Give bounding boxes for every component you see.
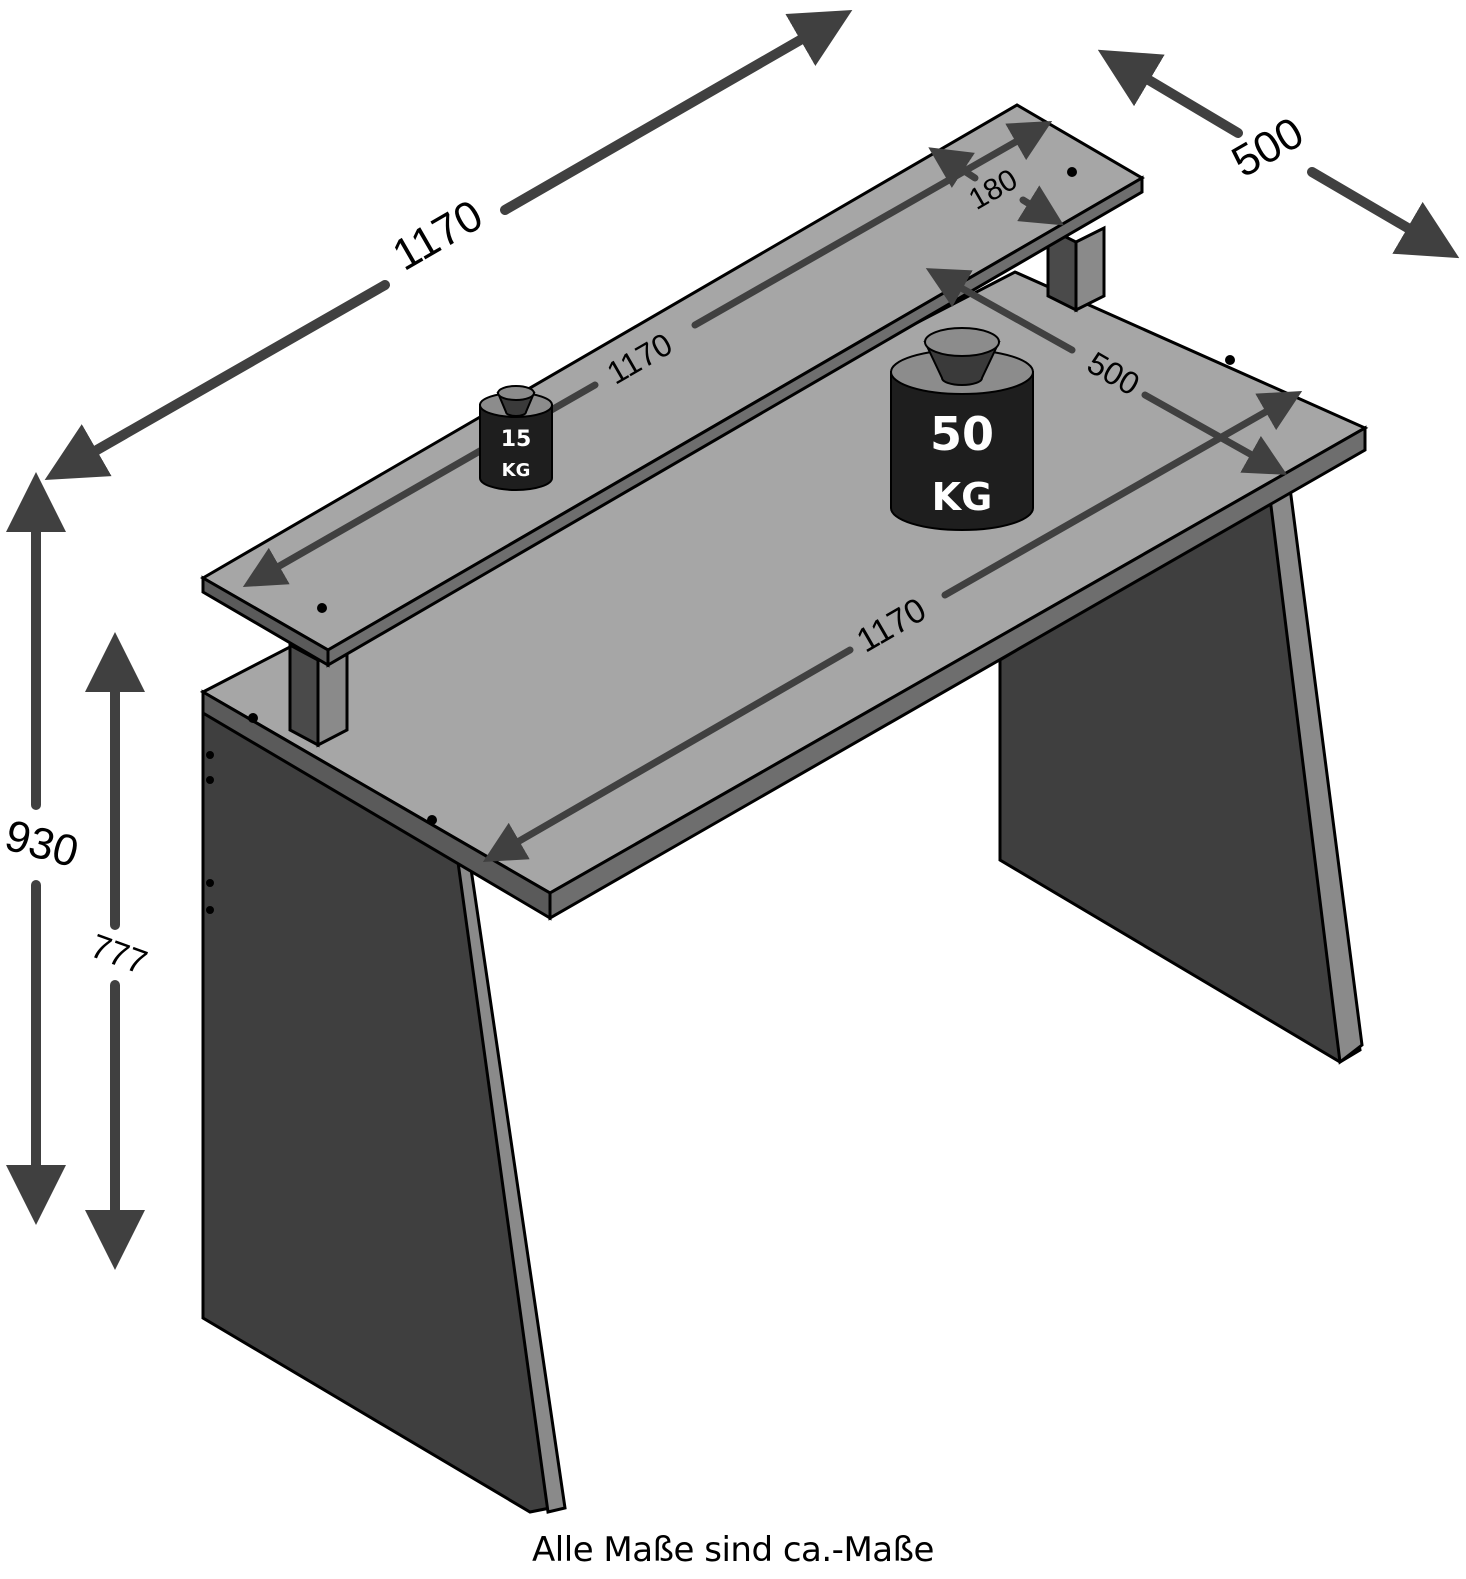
weight-50kg-value: 50: [930, 407, 994, 461]
weight-50kg-icon: 50 KG: [890, 327, 1034, 531]
weight-15kg-icon: 15 KG: [479, 385, 553, 491]
weight-15kg-unit: KG: [502, 460, 531, 481]
dimension-arrows: [5, 10, 1460, 1270]
overall-height-label: 930: [0, 811, 84, 877]
desk-top: [199, 270, 1369, 921]
weight-50kg-unit: KG: [932, 475, 993, 519]
shelf-post-left: [288, 642, 349, 748]
inner-dimension-arrows: [242, 121, 1303, 863]
desk-height-label: 777: [86, 927, 152, 982]
weight-15kg-value: 15: [501, 427, 532, 452]
overall-width-label: 1170: [385, 191, 491, 281]
caption-approximate-dimensions: Alle Maße sind ca.-Maße: [532, 1530, 934, 1570]
overall-depth-label: 500: [1224, 108, 1312, 187]
right-side-panel: [998, 485, 1364, 1065]
shelf-post-right: [1046, 225, 1106, 313]
